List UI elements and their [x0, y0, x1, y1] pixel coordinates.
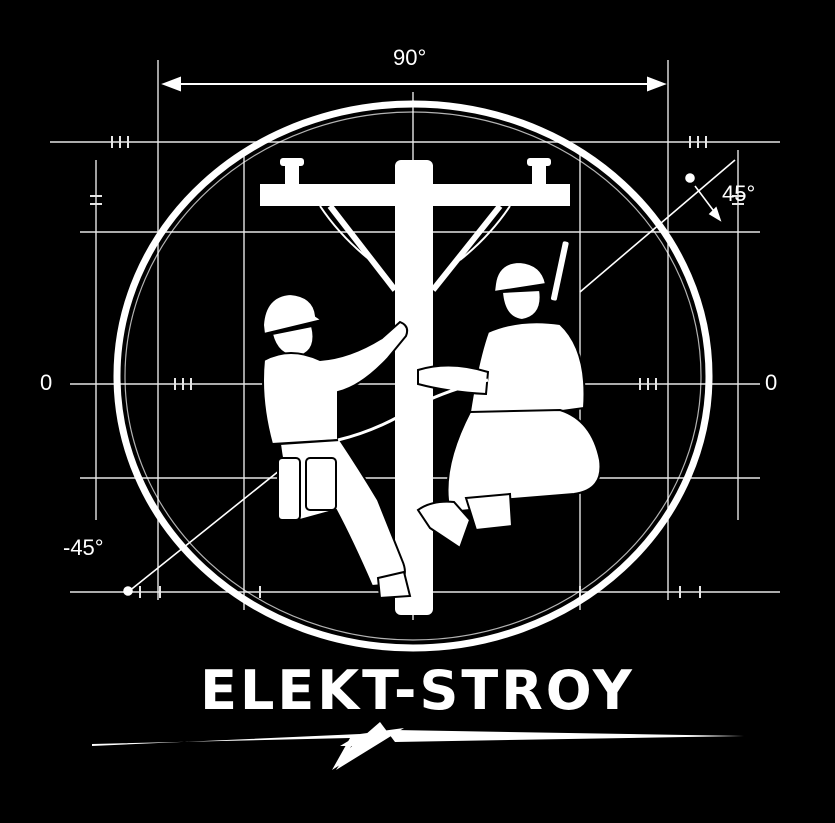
lineman-right-icon — [416, 239, 602, 550]
utility-pole-icon — [260, 158, 570, 615]
dimension-arrow-90 — [161, 76, 667, 92]
angle-label-45: 45° — [722, 181, 756, 206]
safety-rope — [337, 378, 489, 442]
zero-label-left: 0 — [40, 370, 53, 395]
zero-label-right: 0 — [765, 370, 778, 395]
lightning-bolt-icon — [92, 722, 744, 770]
angle-label-minus-45: -45° — [63, 535, 104, 560]
angle-label-90: 90° — [393, 45, 427, 70]
lineman-left-icon — [261, 292, 412, 600]
crosshair-circle-icon — [113, 100, 713, 652]
brand-name: ELEKT-STROY — [200, 659, 635, 722]
